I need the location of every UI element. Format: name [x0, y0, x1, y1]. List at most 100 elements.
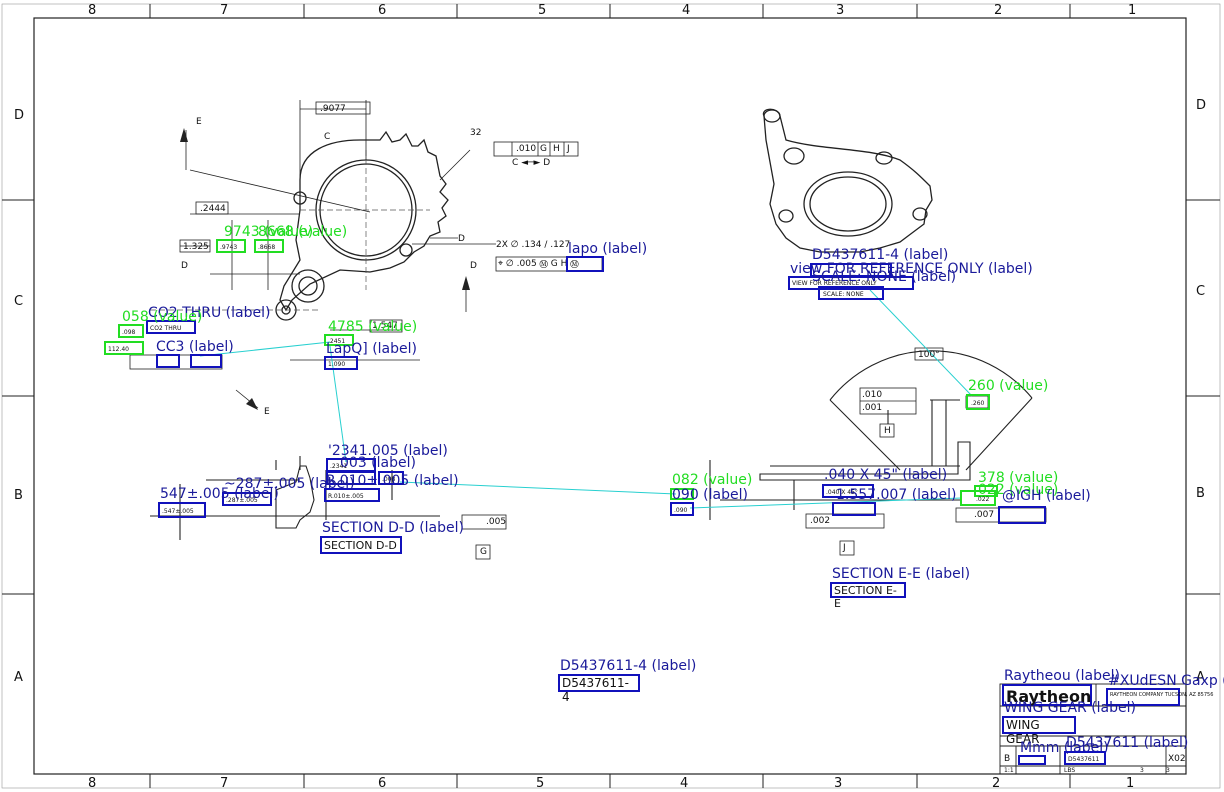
ann-003: 003 (label) — [340, 455, 416, 471]
ann-value-082: 082 (value) — [672, 472, 753, 488]
box-547: .547±.005 — [158, 502, 206, 518]
dim-2444: .2444 — [200, 204, 226, 214]
scale-none-text: SCALE: NONE — [823, 291, 864, 298]
box-r010: R.010±.005 — [324, 488, 380, 502]
iso-view — [762, 108, 933, 253]
ann-value-022: 022 (value) — [978, 482, 1059, 498]
ann-lapq: LapQ] (label) — [326, 341, 417, 357]
fcf-top-datum-j: J — [567, 144, 570, 154]
dim-008-text: .008 — [382, 476, 396, 483]
zone-ticks — [2, 4, 1220, 788]
section-ee-tol-002: .002 — [810, 516, 831, 526]
ann-igh: @IGH (label) — [1002, 488, 1091, 504]
fcf-profile-001: .001 — [862, 403, 883, 413]
box-dwg-no: D5437611 — [1064, 751, 1106, 765]
ann-547: 547±.005 (label) — [160, 486, 279, 502]
dim-1547: 1.547 — [372, 321, 398, 331]
zone-col-6-bottom: 6 — [378, 776, 387, 791]
title-scale: 1:1 — [1004, 767, 1014, 774]
box-lapo — [566, 256, 604, 272]
surface-finish-32: 32 — [470, 128, 482, 138]
callout-e-bottom: E — [264, 407, 270, 417]
zone-row-B: B — [14, 488, 23, 503]
box-chamfer: .040 X 45° — [822, 484, 874, 498]
zone-row-A: A — [14, 670, 23, 685]
ann-company-address: #XUdESN Gaxp (label) — [1108, 673, 1224, 689]
dim-8668-text: .8668 — [258, 244, 276, 251]
box-lapq: 1.090 — [324, 356, 358, 370]
zone-col-4-bottom: 4 — [680, 776, 689, 791]
ann-section-dd: SECTION D-D (label) — [322, 520, 464, 536]
ann-view-ref: view FOR REFERENCE ONLY (label) — [790, 261, 1033, 277]
r-010-text: R.010±.005 — [328, 493, 364, 500]
box-co2-thru: CO2 THRU — [146, 320, 196, 334]
annotation-leaders — [199, 289, 973, 509]
box-part-number-center: D5437611-4 — [558, 674, 640, 704]
box-value-082 — [670, 488, 694, 500]
hole-note: 2X ∅ .134 / .127 — [496, 240, 571, 250]
callout-d-left: D — [181, 261, 188, 271]
ann-part-number-iso: D5437611-4 (label) — [812, 247, 949, 263]
box-090: .090 — [670, 502, 694, 516]
section-dd-tol-005: .005 — [486, 517, 507, 527]
ann-raytheon: Raytheou (label) — [1004, 668, 1120, 684]
title-sheet: 3 — [1140, 767, 1144, 774]
box-value-8668: .8668 — [254, 239, 284, 253]
raytheon-logo: Raytheon — [1002, 684, 1092, 706]
dim-098-text: .098 — [122, 329, 136, 336]
view-ref-text: VIEW FOR REFERENCE ONLY — [792, 280, 877, 287]
zone-col-1: 1 — [1128, 3, 1137, 18]
r-260-text: .260 — [971, 400, 985, 407]
datum-g: G — [480, 547, 487, 557]
zone-col-8-bottom: 8 — [88, 776, 97, 791]
angle-100: 100° — [918, 350, 940, 360]
title-block-lines — [999, 683, 1187, 775]
section-arrows — [180, 128, 470, 410]
ann-287: ~287±.005 (label) — [224, 476, 355, 492]
company-address-text: RAYTHEON COMPANY TUCSON, AZ 85756 — [1110, 692, 1214, 698]
chamfer-text: .040 X 45° — [826, 489, 858, 496]
zone-row-D: D — [14, 108, 25, 123]
dim-1325: 1.325 — [183, 242, 209, 252]
box-scale-none: SCALE: NONE — [818, 286, 884, 300]
zone-col-5-bottom: 5 — [536, 776, 545, 791]
datum-h: H — [884, 426, 891, 436]
box-003b: .008 — [378, 471, 404, 485]
zone-col-3: 3 — [836, 3, 845, 18]
dim-287-text: .287±.005 — [226, 497, 258, 504]
dwg-no-text: D5437611 — [1068, 756, 1100, 763]
zone-col-5: 5 — [538, 3, 547, 18]
zone-col-6: 6 — [378, 3, 387, 18]
ann-1557: 1.557.007 (label) — [836, 487, 957, 503]
ann-cc3: CC3 (label) — [156, 339, 234, 355]
callout-d-right: D — [470, 261, 477, 271]
zone-col-3-bottom: 3 — [834, 776, 843, 791]
dim-547-text: .547±.005 — [162, 508, 194, 515]
ann-part-number-center: D5437611-4 (label) — [560, 658, 697, 674]
dim-090-text: .090 — [674, 507, 688, 514]
ann-r010: R.010±.005 (label) — [326, 473, 459, 489]
box-section-ee: SECTION E-E — [830, 582, 906, 610]
dim-022-text: .022 — [976, 496, 990, 503]
centerlines — [150, 150, 430, 311]
ann-co2-thru: CO2 THRU (label) — [148, 305, 271, 321]
zone-col-7: 7 — [220, 3, 229, 18]
ann-value-260: 260 (value) — [968, 378, 1049, 394]
fcf-profile-010: .010 — [862, 390, 883, 400]
co2-thru-text: CO2 THRU — [150, 325, 182, 332]
box-cc3 — [156, 354, 180, 368]
between-c-d: C ◄─► D — [512, 158, 551, 168]
callout-c: C — [324, 132, 331, 142]
ann-value-9743: 9743 (value) — [224, 224, 314, 240]
section-ee-tol-007: .007 — [974, 510, 995, 520]
dim-1090-text: 1.090 — [328, 361, 346, 368]
ann-2341: '2341.005 (label) — [328, 443, 448, 459]
title-sheet-of: 3 — [1166, 767, 1170, 774]
ann-wing-gear: WING GEAR (label) — [1004, 700, 1136, 716]
section-dd-fcf — [461, 514, 507, 560]
box-003a — [326, 471, 376, 485]
box-cage — [1018, 755, 1046, 765]
zone-col-4: 4 — [682, 3, 691, 18]
